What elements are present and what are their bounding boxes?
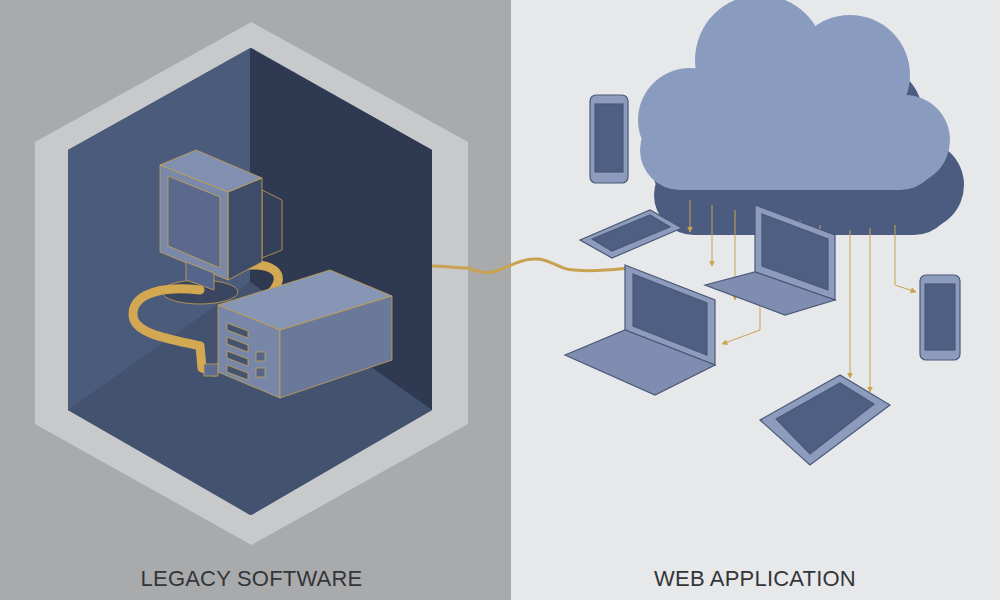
room-walls	[68, 48, 432, 515]
cloud	[654, 155, 954, 235]
cloud	[638, 0, 964, 235]
network-cable	[575, 268, 630, 271]
devices	[565, 95, 960, 465]
room-walls	[68, 48, 250, 410]
legacy-computer	[133, 150, 392, 398]
network-cable	[432, 266, 630, 271]
data-line	[850, 230, 851, 378]
right-panel	[511, 0, 1000, 600]
cloud	[804, 60, 924, 180]
legacy-computer	[256, 368, 265, 377]
legacy-computer	[168, 176, 220, 268]
cloud	[652, 40, 964, 235]
cloud	[790, 15, 910, 135]
cloud	[652, 113, 756, 217]
cloud	[874, 140, 964, 230]
network-cable	[468, 259, 575, 273]
legacy-computer	[186, 262, 214, 290]
system-group: WEB APPLICATION	[575, 0, 990, 597]
legacy-computer	[162, 280, 238, 304]
legacy-computer	[227, 365, 248, 380]
legacy-computer	[227, 323, 248, 338]
legacy-computer	[133, 289, 214, 372]
system-hexagon: LEGACY SOFTWARE	[35, 22, 468, 597]
devices	[705, 272, 835, 315]
legacy-computer	[218, 270, 392, 330]
legacy-computer	[228, 178, 262, 280]
room-walls	[250, 48, 432, 410]
devices	[762, 214, 828, 290]
devices	[776, 383, 874, 454]
data-line	[820, 225, 821, 295]
data-line	[722, 215, 760, 344]
system-label: WEB APPLICATION	[575, 567, 935, 591]
network-cable	[432, 266, 468, 268]
devices	[565, 330, 715, 395]
devices	[595, 104, 623, 172]
hexagon-outline	[35, 22, 468, 547]
devices	[592, 215, 670, 251]
cloud	[640, 110, 940, 190]
legacy-computer	[160, 150, 262, 192]
left-panel	[0, 0, 511, 600]
devices	[590, 95, 628, 183]
data-line	[712, 205, 713, 266]
legacy-computer	[204, 364, 218, 376]
legacy-computer	[227, 351, 248, 366]
cloud	[695, 0, 825, 125]
data-line	[895, 225, 916, 292]
devices	[625, 265, 715, 365]
data-line	[800, 220, 801, 232]
devices	[580, 210, 682, 258]
data-line	[690, 200, 916, 392]
data-line	[735, 210, 736, 300]
devices	[633, 274, 707, 355]
cloud	[638, 0, 950, 190]
legacy-computer	[218, 305, 280, 398]
system-label: LEGACY SOFTWARE	[35, 567, 468, 591]
legacy-computer	[262, 190, 282, 258]
devices	[920, 275, 960, 360]
devices	[755, 205, 835, 300]
legacy-computer	[227, 337, 248, 352]
legacy-computer	[230, 265, 278, 296]
cloud	[709, 40, 839, 170]
cloud	[860, 95, 950, 185]
hexagon-frame	[35, 22, 468, 545]
legacy-computer	[160, 165, 228, 280]
legacy-computer	[256, 352, 265, 361]
devices	[925, 284, 955, 350]
hexagon-interior	[68, 48, 432, 515]
data-line	[690, 200, 691, 232]
cloud	[638, 68, 742, 172]
room-walls	[68, 282, 432, 515]
legacy-computer	[280, 296, 392, 398]
data-line	[870, 228, 871, 392]
devices	[760, 375, 890, 465]
